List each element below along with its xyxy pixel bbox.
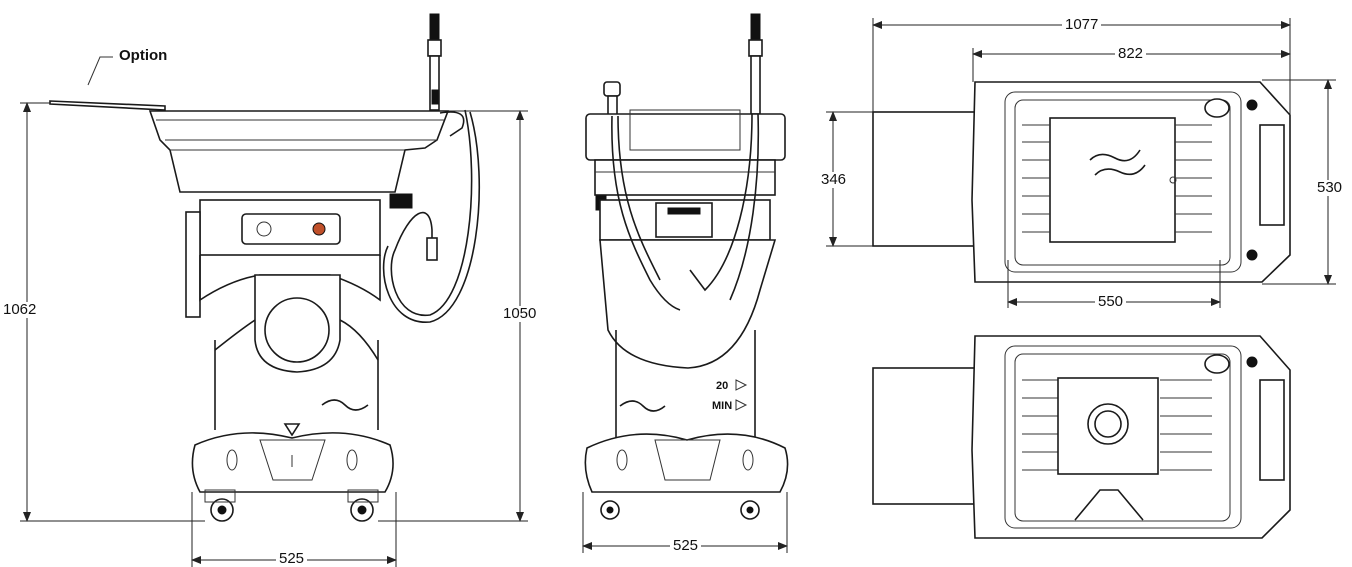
dim-label-346: 346 — [818, 172, 850, 188]
top-view-lower — [872, 335, 1291, 539]
drain-plate — [1057, 377, 1159, 475]
wand-handle — [429, 13, 440, 41]
basin-spout — [439, 111, 465, 137]
gauge-lower-label: MIN — [712, 398, 733, 414]
base — [191, 432, 394, 493]
top-view-upper — [826, 18, 1336, 308]
dim-label-side-525: 525 — [276, 551, 308, 567]
front-wave-symbol — [619, 400, 666, 412]
dim-label-1050: 1050 — [500, 306, 540, 322]
top-lid — [1049, 117, 1176, 243]
dim-label-530: 530 — [1314, 180, 1346, 196]
drain-inner — [1094, 410, 1122, 438]
drain-outer — [1087, 403, 1129, 445]
side-view — [20, 13, 528, 567]
option-leader-line — [87, 56, 113, 86]
lower-shelf — [872, 367, 992, 505]
side-disc — [185, 211, 201, 318]
dim-label-1077: 1077 — [1062, 17, 1102, 33]
gauge-upper-label: 20 — [716, 378, 729, 394]
front-view — [582, 13, 789, 553]
dim-label-front-525: 525 — [670, 538, 702, 554]
control-panel — [241, 213, 341, 245]
dim-label-1062: 1062 — [3, 301, 37, 318]
option-label: Option — [116, 48, 171, 64]
side-nozzle — [389, 193, 413, 209]
front-body — [599, 239, 777, 369]
triangle-mark — [283, 423, 301, 437]
dim-label-822: 822 — [1115, 46, 1147, 62]
pump-cover — [264, 297, 330, 363]
basin — [148, 110, 450, 193]
option-shelf — [49, 100, 166, 111]
dim-label-550: 550 — [1095, 294, 1127, 310]
front-base — [584, 433, 789, 493]
control-button — [256, 221, 272, 237]
top-shelf — [872, 111, 992, 247]
indicator-light — [312, 222, 326, 236]
hose — [390, 109, 473, 316]
pump-housing — [254, 274, 341, 373]
front-basin — [585, 113, 786, 161]
wave-symbol — [321, 399, 369, 411]
